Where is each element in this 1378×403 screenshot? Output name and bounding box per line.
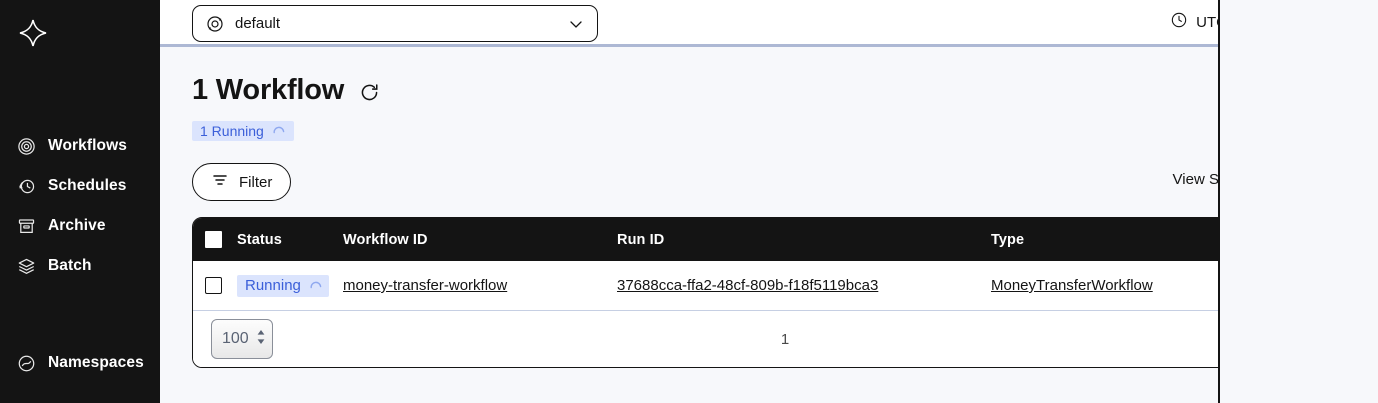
toggle-knob — [1307, 170, 1325, 188]
schedules-clock-icon — [16, 176, 36, 196]
view-search-input-label: View Search Input — [1172, 170, 1294, 188]
row-status: Running — [237, 274, 343, 297]
workflows-spiral-icon — [16, 136, 36, 156]
table-row[interactable]: Running money-transfer-workflow 3768 — [193, 261, 1377, 311]
spinner-icon — [272, 124, 286, 138]
sidebar-item-namespaces[interactable]: Namespaces — [0, 343, 160, 383]
workflow-type-link[interactable]: MoneyTransferWorkflow — [991, 277, 1153, 294]
view-search-input-toggle[interactable]: View Search Input — [1173, 169, 1344, 189]
filter-button[interactable]: Filter — [192, 163, 292, 201]
select-all-checkbox[interactable] — [193, 231, 237, 248]
page-title-row: 1 Workflow — [192, 76, 380, 105]
workflow-id-link[interactable]: money-transfer-workflow — [343, 277, 508, 294]
workflows-table: Status Workflow ID Run ID Type Start Run… — [192, 217, 1378, 368]
main-area: default UTC — [160, 0, 1378, 403]
sidebar-item-batch[interactable]: Batch — [0, 246, 160, 286]
refresh-icon[interactable] — [358, 81, 380, 103]
column-header-workflow-id[interactable]: Workflow ID — [343, 231, 428, 248]
row-workflow-id: money-transfer-workflow — [343, 277, 617, 294]
status-pill-label: Running — [245, 277, 301, 294]
status-pill[interactable]: Running — [237, 274, 329, 297]
filter-button-label: Filter — [239, 173, 273, 191]
arrow-left-icon[interactable] — [1279, 328, 1301, 350]
page-size-select[interactable]: 100 — [211, 319, 273, 359]
sidebar-secondary-nav: Namespaces — [0, 343, 160, 383]
sidebar-item-archive[interactable]: Archive — [0, 206, 160, 246]
namespace-select[interactable]: default — [192, 5, 598, 42]
toggle-switch[interactable] — [1306, 169, 1344, 189]
namespaces-icon — [16, 353, 36, 373]
checkbox-box — [205, 277, 222, 294]
sidebar-item-label: Archive — [48, 217, 106, 234]
chevron-down-icon — [1235, 12, 1252, 34]
page-title: 1 Workflow — [192, 74, 345, 106]
column-header-run-id[interactable]: Run ID — [617, 231, 665, 248]
namespace-value: default — [235, 15, 281, 32]
sidebar-item-label: Batch — [48, 257, 92, 274]
table-header-row: Status Workflow ID Run ID Type Start — [193, 218, 1377, 261]
batch-layers-icon — [16, 256, 36, 276]
pager-controls — [1279, 328, 1353, 350]
column-header-start[interactable]: Start — [1259, 231, 1293, 248]
glasses-icon[interactable] — [1312, 10, 1340, 36]
clock-icon — [1170, 11, 1188, 34]
sidebar-item-label: Schedules — [48, 177, 127, 194]
sidebar-item-label: Workflows — [48, 137, 127, 154]
spinner-icon — [309, 279, 323, 293]
page-number: 1 — [780, 330, 790, 348]
filter-icon — [211, 171, 229, 194]
sidebar-item-label: Namespaces — [48, 354, 144, 371]
status-badge-label: 1 Running — [200, 123, 264, 139]
page-size-value: 100 — [222, 330, 249, 347]
archive-box-icon — [16, 216, 36, 236]
sidebar-item-workflows[interactable]: Workflows — [0, 126, 160, 166]
table-pagination: 100 1 — [193, 311, 1377, 367]
row-checkbox[interactable] — [193, 277, 237, 294]
top-bar: default UTC — [160, 0, 1378, 47]
checkbox-box — [205, 231, 222, 248]
namespace-icon — [205, 14, 225, 34]
arrow-right-icon[interactable] — [1331, 328, 1353, 350]
stepper-arrows-icon — [256, 328, 266, 351]
sidebar-item-schedules[interactable]: Schedules — [0, 166, 160, 206]
download-json-link[interactable]: Download JSON — [1233, 86, 1344, 103]
row-type: MoneyTransferWorkflow — [991, 277, 1259, 294]
status-badge[interactable]: 1 Running — [192, 121, 294, 141]
timezone-select[interactable]: UTC — [1170, 11, 1252, 34]
run-id-link[interactable]: 37688cca-ffa2-48cf-809b-f18f5119bca3 — [617, 277, 879, 294]
row-run-id: 37688cca-ffa2-48cf-809b-f18f5119bca3 — [617, 277, 991, 294]
column-header-status[interactable]: Status — [237, 231, 282, 248]
start-time-value: 2024-04-23 — [1259, 277, 1336, 294]
column-header-type[interactable]: Type — [991, 231, 1025, 248]
row-start: 2024-04-23 — [1259, 277, 1377, 294]
temporal-logo-icon[interactable] — [14, 14, 52, 52]
sidebar-primary-nav: Workflows Schedules — [0, 126, 160, 286]
timezone-value: UTC — [1196, 14, 1227, 31]
chevron-down-icon — [567, 15, 585, 33]
sidebar: Workflows Schedules — [0, 0, 160, 403]
